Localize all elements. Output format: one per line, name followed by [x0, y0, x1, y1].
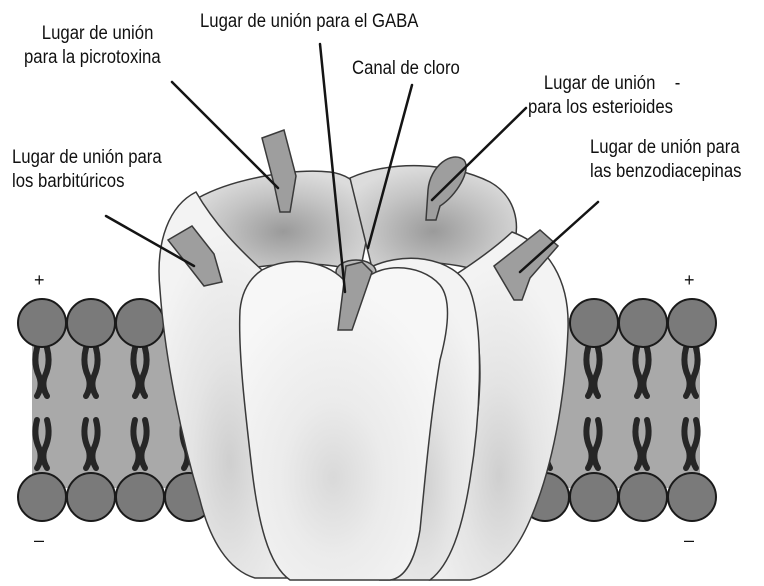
label-benzodiazepine-line1: Lugar de unión para: [590, 136, 742, 160]
label-steroid-line1-text: Lugar de unión: [544, 73, 656, 94]
label-steroid-stray-mark: -: [655, 73, 680, 94]
sign-top-right: +: [684, 270, 695, 291]
label-chloride-channel: Canal de cloro: [352, 57, 460, 81]
label-benzodiazepine-line2: las benzodiacepinas: [590, 160, 742, 184]
label-gaba-site: Lugar de unión para el GABA: [200, 10, 418, 34]
sign-bottom-right: –: [684, 530, 694, 551]
label-barbiturate-site: Lugar de unión para los barbitúricos: [12, 146, 162, 194]
sign-bottom-left: –: [34, 530, 44, 551]
label-steroid-site: Lugar de unión- para los esterioides: [528, 72, 680, 120]
pointer-picrotoxina: [172, 82, 278, 188]
label-steroid-line2: para los esterioides: [528, 96, 680, 120]
label-barbiturate-line1: Lugar de unión para: [12, 146, 162, 170]
label-steroid-line1: Lugar de unión-: [528, 72, 680, 96]
label-picrotoxin-site: Lugar de unión para la picrotoxina: [24, 22, 161, 70]
label-benzodiazepine-site: Lugar de unión para las benzodiacepinas: [590, 136, 742, 184]
label-picrotoxin-line2: para la picrotoxina: [24, 46, 161, 70]
sign-top-left: +: [34, 270, 45, 291]
label-picrotoxin-line1: Lugar de unión: [24, 22, 161, 46]
label-barbiturate-line2: los barbitúricos: [12, 170, 162, 194]
